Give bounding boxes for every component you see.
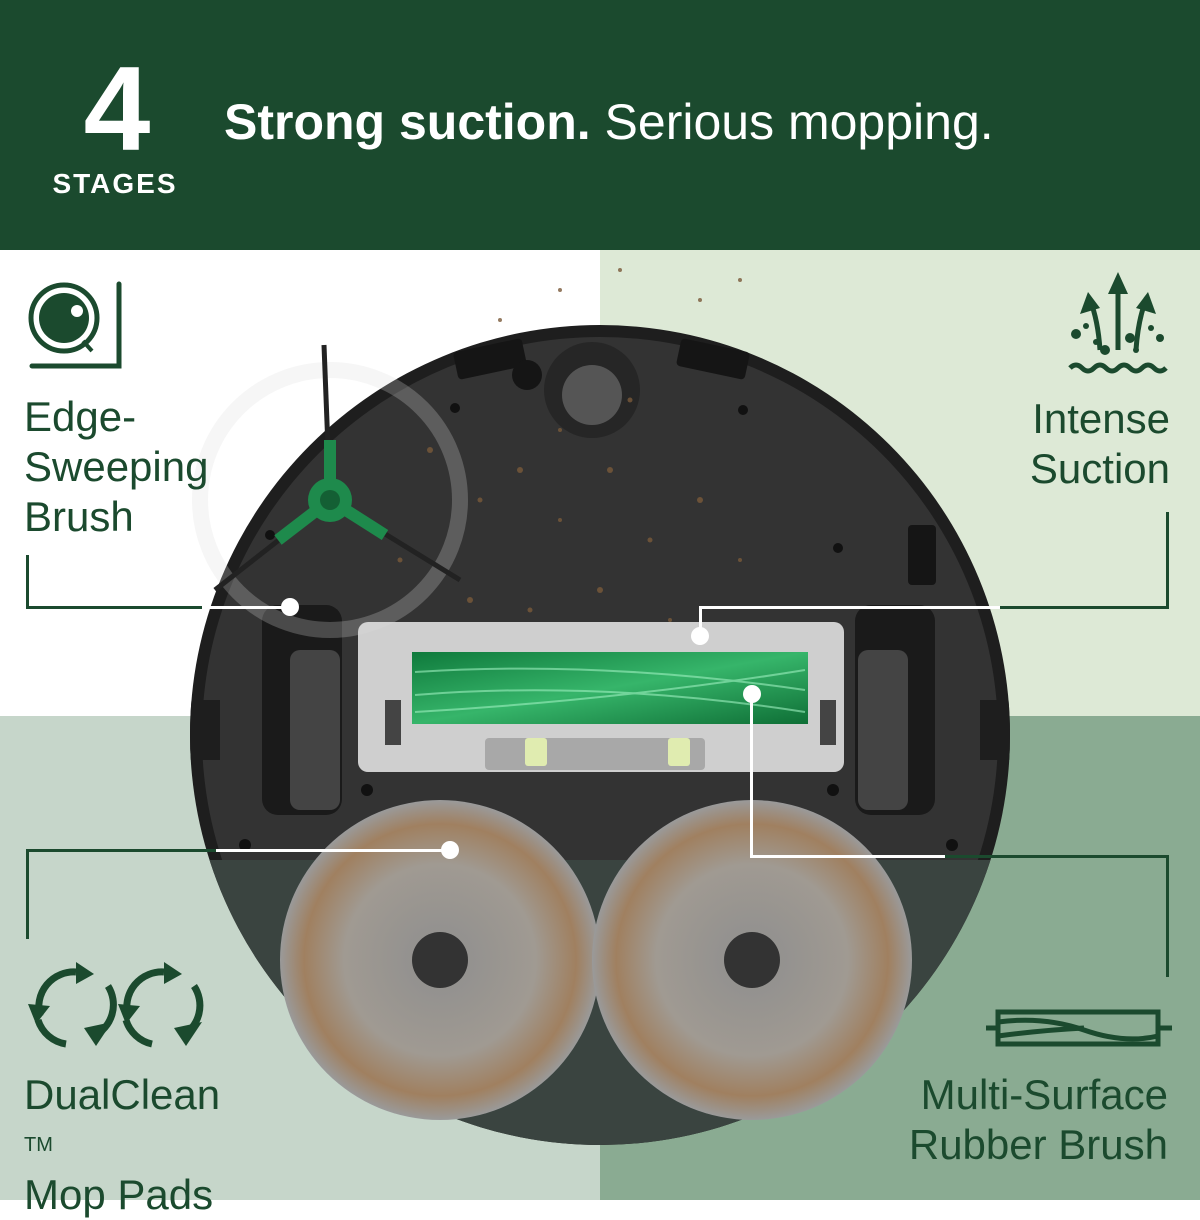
rotating-arrows-icon [28,962,204,1048]
stage-label: STAGES [52,168,178,199]
leader-line-suction-horizontal [1000,606,1169,609]
leader-line-mop-horizontal [26,849,216,852]
leader-line-rubber-horizontal [945,855,1169,858]
callout-dot-mop-pad [441,841,459,859]
headline-regular: Serious mopping. [590,94,994,150]
leader-line-rubber-drop [750,694,753,858]
feature-label-intense-suction: Intense Suction [1029,395,1170,492]
trademark-symbol: TM [24,1134,53,1156]
leader-line-edge-white [202,606,290,609]
headline: Strong suction. Serious mopping. [224,92,994,152]
stage-count: 4 [83,42,151,176]
suction-arrows-icon [1068,272,1168,374]
callout-dot-edge-brush [281,598,299,616]
callout-dot-suction [691,627,709,645]
leader-line-mop-vertical [26,849,29,939]
leader-line-suction-white [700,606,1000,609]
leader-line-suction-drop [699,606,702,636]
leader-line-rubber-white [750,855,945,858]
feature-label-multi-surface-rubber-brush: Multi-Surface Rubber Brush [908,1071,1168,1168]
leader-line-edge-vertical [26,555,29,608]
edge-sweeping-brush-part [192,344,468,638]
header-banner: 4 STAGES Strong suction. Serious mopping… [0,0,1200,250]
leader-line-rubber-vertical [1166,855,1169,977]
mop-pads [280,800,912,1120]
robot-corner-icon [28,281,122,369]
robot-vacuum-underside [190,268,1010,1145]
roller-brush-icon [986,1009,1172,1047]
leader-line-mop-white [216,849,450,852]
leader-line-suction-vertical [1166,512,1169,608]
rubber-brush-roller [412,652,808,724]
leader-line-edge-horizontal [26,606,202,609]
headline-bold: Strong suction. [224,94,591,150]
feature-label-edge-sweeping-brush: Edge- Sweeping Brush [24,393,209,540]
